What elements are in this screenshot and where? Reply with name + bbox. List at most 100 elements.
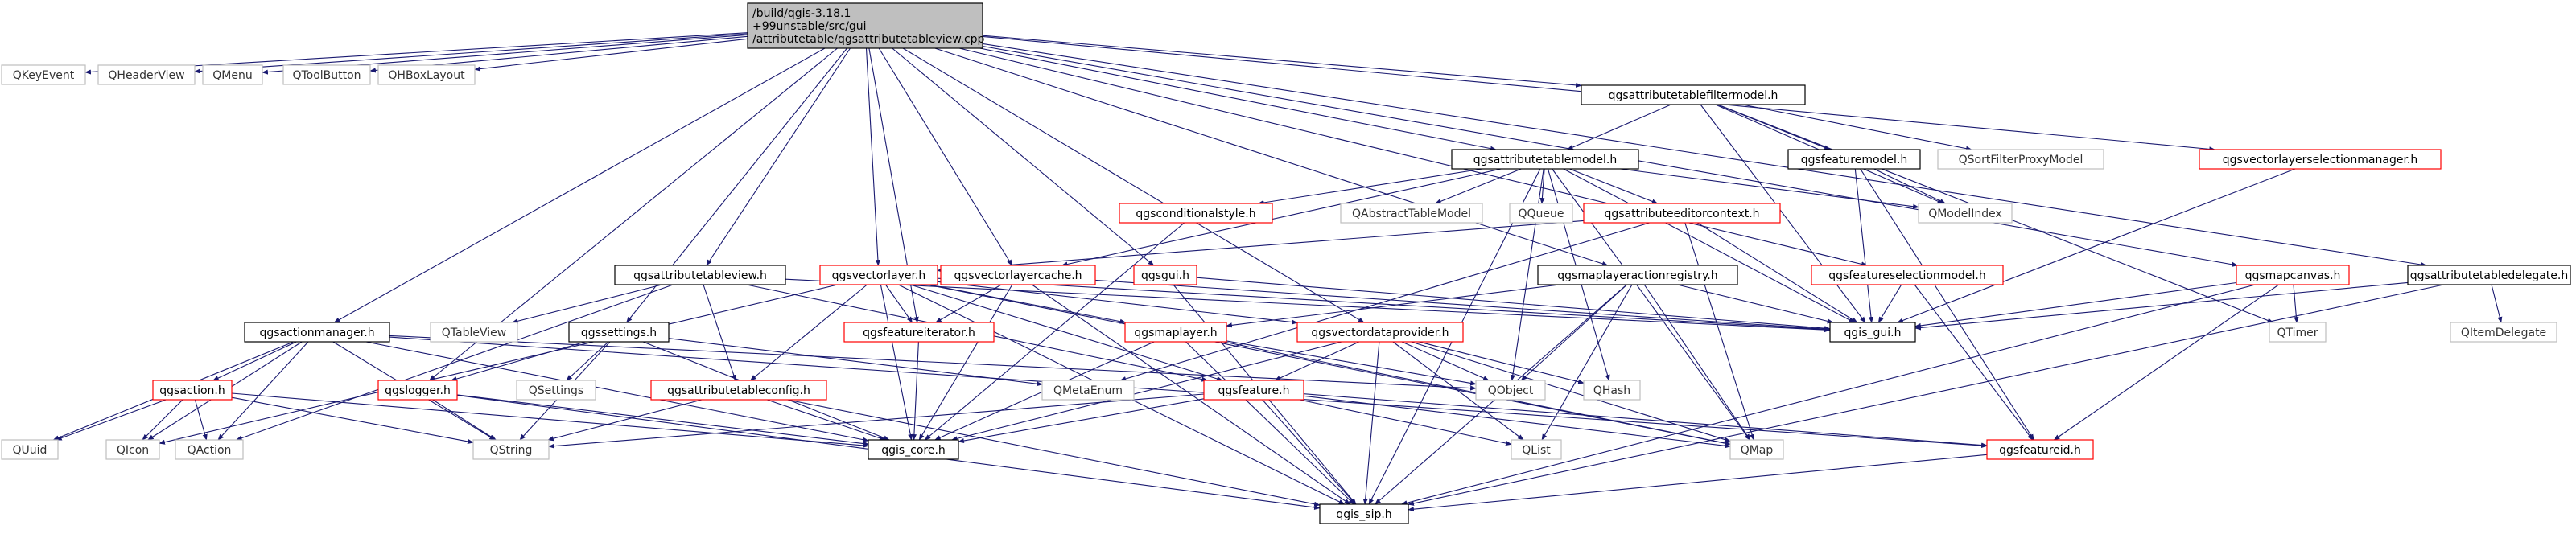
node-qgisgui[interactable]: qgis_gui.h bbox=[1829, 322, 1916, 343]
node-qgsgui[interactable]: qgsgui.h bbox=[1133, 265, 1197, 285]
edge-editorcontext-to-vectorlayer bbox=[937, 220, 1585, 273]
edge-actionregistry-to-maplayer bbox=[1226, 284, 1560, 328]
edge-tablemodel-to-qabstracttable bbox=[1434, 168, 1522, 204]
edge-qgsfeature-to-qlist bbox=[1299, 399, 1512, 446]
edge-dataprovider-to-qgsfeature bbox=[1274, 341, 1360, 381]
edge-actionmanager-to-qgiscore bbox=[365, 341, 869, 442]
node-featureiterator[interactable]: qgsfeatureiterator.h bbox=[843, 322, 995, 343]
node-box bbox=[1203, 380, 1304, 400]
edge-maplayer-to-qobject bbox=[1226, 340, 1477, 386]
edge-actionregistry-to-qobject bbox=[1520, 284, 1628, 381]
edge-root-to-actionregistry bbox=[934, 47, 1609, 266]
node-qtimer: QTimer bbox=[2269, 322, 2327, 343]
node-selectionmanager[interactable]: qgsvectorlayerselectionmanager.h bbox=[2199, 149, 2442, 170]
edge-dataprovider-to-qgiscore bbox=[950, 341, 1342, 442]
edge-qgsfeature-to-qstring bbox=[548, 393, 1205, 449]
node-tabledelegate[interactable]: qgsattributetabledelegate.h bbox=[2407, 265, 2571, 285]
node-box bbox=[1319, 503, 1409, 524]
node-layercache[interactable]: qgsvectorlayercache.h bbox=[940, 265, 1096, 285]
node-box bbox=[430, 322, 518, 343]
edge-actionregistry-to-qlist bbox=[1541, 284, 1633, 441]
node-vectorlayer[interactable]: qgsvectorlayer.h bbox=[819, 265, 938, 285]
node-label: QIcon bbox=[117, 444, 149, 457]
node-label: qgsfeature.h bbox=[1218, 384, 1290, 397]
edge-actionregistry-to-qgisgui bbox=[1677, 284, 1834, 324]
node-box bbox=[868, 439, 959, 460]
node-dataprovider[interactable]: qgsvectordataprovider.h bbox=[1296, 322, 1464, 343]
node-qgissip[interactable]: qgis_sip.h bbox=[1319, 503, 1409, 524]
node-qmap: QMap bbox=[1729, 439, 1784, 460]
node-filtermodel[interactable]: qgsattributetablefiltermodel.h bbox=[1581, 84, 1806, 105]
edge-tableconfig-to-qgissip bbox=[787, 399, 1321, 507]
edge-qgsfeature-to-featureid bbox=[1303, 393, 1988, 448]
node-tableconfig[interactable]: qgsattributetableconfig.h bbox=[650, 380, 827, 400]
edge-root-to-tabledelegate bbox=[982, 43, 2427, 267]
node-box bbox=[1537, 265, 1738, 285]
node-box bbox=[1041, 380, 1135, 400]
node-box bbox=[175, 439, 244, 460]
node-qgiscore[interactable]: qgis_core.h bbox=[868, 439, 959, 460]
node-qgsaction[interactable]: qgsaction.h bbox=[152, 380, 233, 400]
edge-featureid-to-qgissip bbox=[1408, 454, 1988, 512]
node-box bbox=[1340, 203, 1483, 224]
edge-root-to-layercache bbox=[878, 47, 1013, 266]
node-box bbox=[1937, 149, 2104, 170]
node-tableview[interactable]: qgsattributetableview.h bbox=[614, 265, 786, 285]
node-tablemodel[interactable]: qgsattributetablemodel.h bbox=[1451, 149, 1639, 170]
edge-maplayer-to-qgissip bbox=[1185, 341, 1355, 505]
node-box bbox=[1133, 265, 1197, 285]
edge-tableconfig-to-qstring bbox=[547, 399, 703, 442]
node-condstyle[interactable]: qgsconditionalstyle.h bbox=[1119, 203, 1273, 224]
node-featselmodel[interactable]: qgsfeatureselectionmodel.h bbox=[1811, 265, 2004, 285]
node-qmenu: QMenu bbox=[202, 64, 263, 85]
node-box bbox=[568, 322, 670, 343]
edge-dataprovider-to-qgissip bbox=[1362, 341, 1380, 505]
node-label: QSettings bbox=[529, 384, 583, 397]
node-box bbox=[843, 322, 995, 343]
node-label: qgsmaplayer.h bbox=[1134, 327, 1217, 339]
edge-tablemodel-to-qgisgui bbox=[1563, 168, 1855, 323]
node-box bbox=[1296, 322, 1464, 343]
node-box bbox=[2199, 149, 2442, 170]
node-label: qgis_sip.h bbox=[1336, 508, 1391, 521]
node-label: QList bbox=[1522, 444, 1551, 457]
node-label: qgis_gui.h bbox=[1844, 327, 1902, 339]
node-box bbox=[1918, 203, 2013, 224]
node-qobject: QObject bbox=[1475, 380, 1546, 400]
edge-tablemodel-to-qmodelindex bbox=[1620, 168, 1919, 209]
node-label: QMenu bbox=[212, 69, 252, 82]
edge-root-to-qgsgui bbox=[892, 47, 1155, 266]
node-actionregistry[interactable]: qgsmaplayeractionregistry.h bbox=[1537, 265, 1738, 285]
node-mapcanvas[interactable]: qgsmapcanvas.h bbox=[2236, 265, 2350, 285]
edge-qgsaction-to-qicon bbox=[142, 399, 183, 441]
node-box bbox=[2450, 322, 2557, 343]
node-maplayer[interactable]: qgsmaplayer.h bbox=[1124, 322, 1227, 343]
node-label: QQueue bbox=[1518, 207, 1564, 220]
node-qgslogger[interactable]: qgslogger.h bbox=[377, 380, 458, 400]
node-qicon: QIcon bbox=[105, 439, 160, 460]
node-box bbox=[1583, 203, 1781, 224]
node-box bbox=[2269, 322, 2327, 343]
node-label: qgsvectorlayer.h bbox=[832, 269, 926, 282]
edge-qgsaction-to-qgiscore bbox=[231, 392, 869, 448]
node-box bbox=[1583, 380, 1641, 400]
node-root[interactable]: /build/qgis-3.18.1+99unstable/src/gui/at… bbox=[747, 2, 985, 49]
node-featuremodel[interactable]: qgsfeaturemodel.h bbox=[1787, 149, 1921, 170]
edge-dataprovider-to-qlist bbox=[1392, 341, 1524, 441]
node-label: qgsfeatureid.h bbox=[1999, 444, 2081, 457]
node-box bbox=[97, 64, 196, 85]
node-box bbox=[516, 380, 596, 400]
node-qgsfeature[interactable]: qgsfeature.h bbox=[1203, 380, 1304, 400]
node-label: /build/qgis-3.18.1 bbox=[752, 7, 851, 20]
node-box bbox=[202, 64, 263, 85]
node-actionmanager[interactable]: qgsactionmanager.h bbox=[244, 322, 390, 343]
edge-filtermodel-to-qsortfilter bbox=[1741, 104, 1972, 151]
node-editorcontext[interactable]: qgsattributeeditorcontext.h bbox=[1583, 203, 1781, 224]
edge-filtermodel-to-qgisgui bbox=[1700, 104, 1866, 323]
node-featureid[interactable]: qgsfeatureid.h bbox=[1986, 439, 2094, 460]
edge-vectorlayer-to-maplayer bbox=[929, 284, 1127, 324]
node-settings[interactable]: qgssettings.h bbox=[568, 322, 670, 343]
node-label: QItemDelegate bbox=[2461, 327, 2546, 339]
node-box bbox=[472, 439, 550, 460]
node-box bbox=[819, 265, 938, 285]
